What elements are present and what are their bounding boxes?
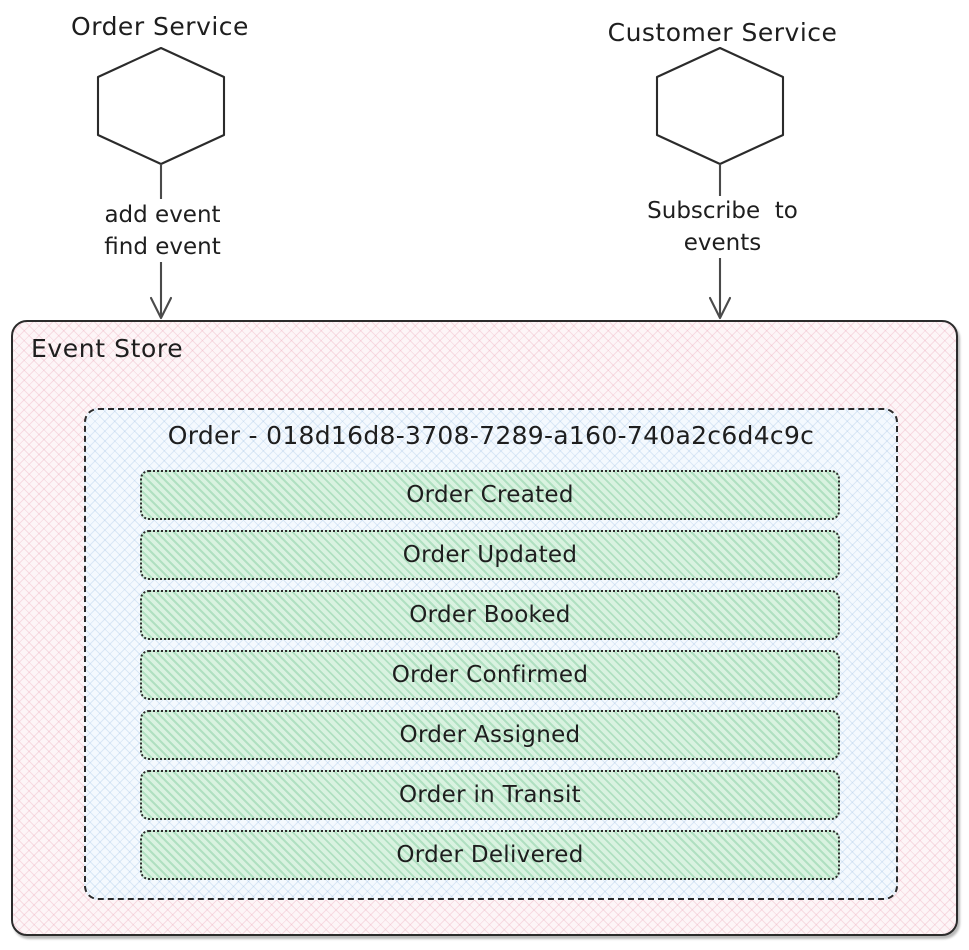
event-item[interactable]: Order Booked (140, 590, 840, 640)
customer-service-hexagon[interactable] (655, 46, 785, 166)
event-item[interactable]: Order in Transit (140, 770, 840, 820)
customer-service-edge-label: Subscribe to events (647, 198, 798, 256)
order-service-edge-label: add event find event (104, 202, 221, 260)
event-store-title: Event Store (31, 334, 184, 363)
customer-service-to-event-store-arrow (708, 164, 732, 320)
order-aggregate-container[interactable]: Order - 018d16d8-3708-7289-a160-740a2c6d… (84, 408, 898, 900)
event-list: Order Created Order Updated Order Booked… (140, 470, 840, 880)
event-store-container[interactable]: Event Store Order - 018d16d8-3708-7289-a… (11, 320, 958, 936)
event-item[interactable]: Order Created (140, 470, 840, 520)
order-aggregate-title: Order - 018d16d8-3708-7289-a160-740a2c6d… (167, 421, 815, 450)
customer-service-label: Customer Service (607, 18, 838, 47)
event-item[interactable]: Order Assigned (140, 710, 840, 760)
event-item[interactable]: Order Updated (140, 530, 840, 580)
order-service-hexagon[interactable] (96, 46, 226, 166)
event-item[interactable]: Order Delivered (140, 830, 840, 880)
event-item[interactable]: Order Confirmed (140, 650, 840, 700)
order-service-label: Order Service (71, 12, 249, 41)
order-service-to-event-store-arrow (149, 164, 173, 320)
